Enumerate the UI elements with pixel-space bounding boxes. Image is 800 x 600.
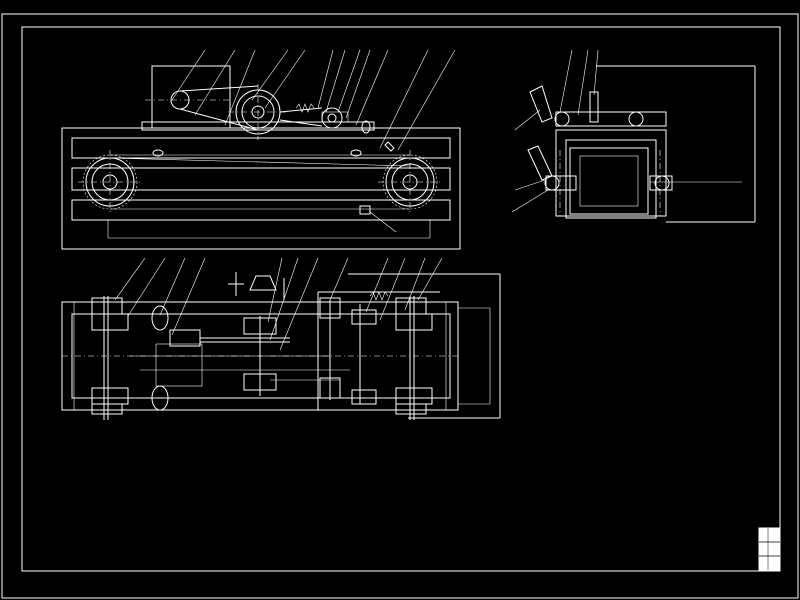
idler-sprocket: [321, 107, 349, 129]
side-view: [511, 49, 756, 223]
left-sprocket: [78, 150, 142, 214]
top-view: [61, 257, 501, 420]
motor-housing: [151, 65, 231, 129]
side-frame: [555, 129, 667, 217]
front-view: [61, 49, 461, 250]
leader-lines: [171, 49, 456, 151]
drawing-border: [1, 13, 799, 599]
drive-gear: [228, 84, 288, 140]
title-block: [758, 527, 781, 571]
right-sprocket: [378, 150, 442, 214]
